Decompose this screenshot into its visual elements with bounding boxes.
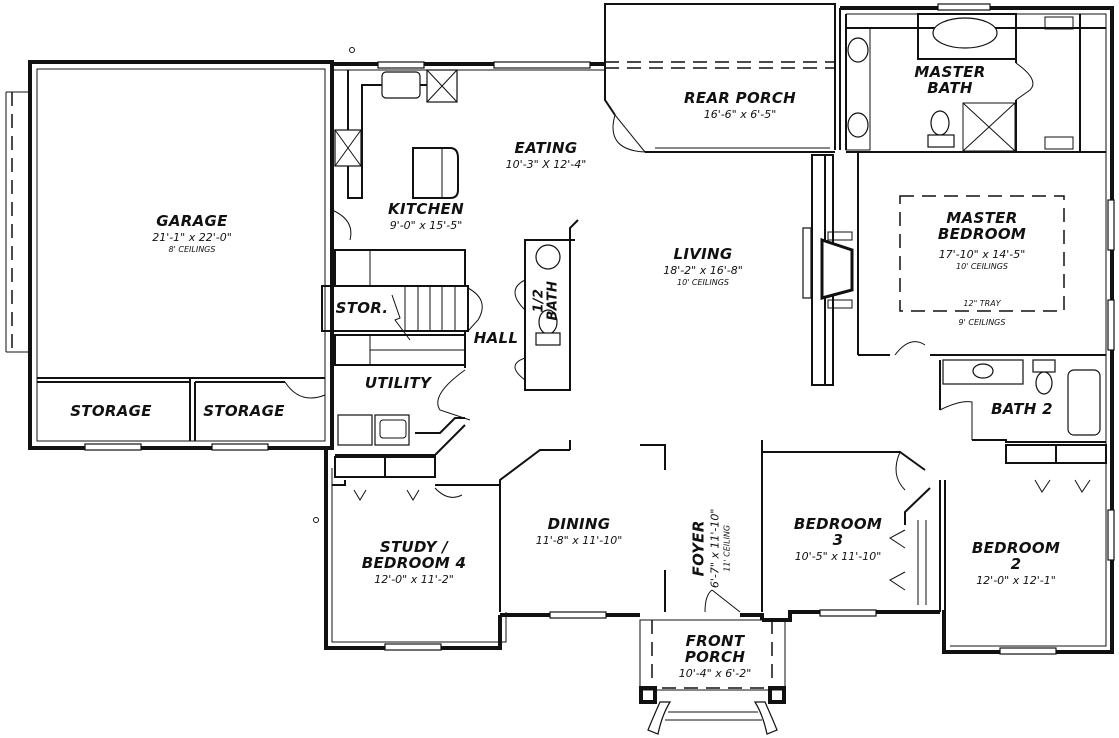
living-dims: 18'-2" x 16'-8" (663, 263, 743, 277)
storage-left-name: STORAGE (70, 402, 152, 420)
garage-name: GARAGE (156, 212, 228, 230)
rear-porch-name: REAR PORCH (683, 89, 797, 107)
kitchen-name: KITCHEN (388, 200, 464, 218)
room-label-half-bath: 1/2 BATH (531, 280, 560, 321)
master-bedroom-ceiling: 10' CEILINGS (956, 262, 1008, 272)
room-label-dining: DINING 11'-8" x 11'-10" (535, 515, 623, 547)
master-bedroom-dims: 17'-10" x 14'-5" (938, 247, 1026, 261)
room-label-bath2: BATH 2 (991, 400, 1053, 418)
room-label-storage-left: STORAGE (70, 402, 152, 420)
bedroom3-dims: 10'-5" x 11'-10" (794, 549, 882, 563)
room-label-bedroom2: BEDROOM 2 12'-0" x 12'-1" (971, 539, 1061, 587)
bedroom2-name-1: BEDROOM (971, 539, 1061, 557)
garage-dims: 21'-1" x 22'-0" (152, 230, 232, 244)
fireplace (802, 154, 854, 386)
master-bedroom-name-2: BEDROOM (937, 224, 1027, 243)
room-label-rear-porch: REAR PORCH 16'-6" x 6'-5" (683, 89, 797, 121)
master-bedroom-outer-ceiling: 9' CEILINGS (959, 316, 1006, 327)
room-label-garage: GARAGE 21'-1" x 22'-0" 8' CEILINGS (152, 212, 232, 255)
bedroom-walls (761, 451, 1091, 612)
master-bedroom-tray: 12" TRAY (963, 297, 1000, 308)
eating-dims: 10'-3" X 12'-4" (505, 157, 587, 171)
room-label-foyer: FOYER 6'-7" x 11'-10" 11' CEILING (689, 508, 733, 589)
garage-walls (5, 60, 334, 450)
bath2-fixtures (939, 359, 1107, 464)
hall-name: HALL (473, 329, 519, 347)
master-bath-name-2: BATH (927, 78, 973, 97)
bedroom2-dims: 12'-0" x 12'-1" (976, 573, 1056, 587)
stair-storage-utility (321, 249, 483, 478)
rear-porch-dims: 16'-6" x 6'-5" (703, 107, 777, 121)
front-porch-name-2: PORCH (684, 647, 746, 666)
room-label-living: LIVING 18'-2" x 16'-8" 10' CEILINGS (663, 245, 743, 288)
room-label-eating: EATING 10'-3" X 12'-4" (505, 139, 587, 171)
living-ceiling: 10' CEILINGS (676, 278, 729, 288)
foyer-ceiling: 11' CEILING (722, 524, 732, 572)
foyer-name: FOYER (689, 520, 708, 577)
front-porch-name-1: FRONT (685, 632, 745, 650)
room-label-stor: STOR. (335, 299, 389, 317)
tray-label: 12" TRAY (963, 299, 1001, 308)
study-name-2: BEDROOM 4 (361, 553, 467, 572)
room-label-hall: HALL (473, 329, 519, 347)
half-bath-name-1: 1/2 (531, 288, 547, 313)
room-label-study: STUDY / BEDROOM 4 12'-0" x 11'-2" (361, 538, 467, 586)
outer-ceiling-label: 9' CEILINGS (958, 318, 1006, 327)
utility-name: UTILITY (364, 374, 432, 392)
eating-name: EATING (514, 139, 578, 157)
living-name: LIVING (673, 245, 733, 263)
front-porch-dims: 10'-4" x 6'-2" (678, 666, 752, 680)
storage-right-name: STORAGE (203, 402, 285, 420)
half-bath-fixtures (514, 219, 579, 391)
bedroom3-name-1: BEDROOM (793, 515, 883, 533)
bedroom3-name-2: 3 (832, 530, 844, 549)
garage-ceiling: 8' CEILINGS (168, 245, 216, 255)
stor-name: STOR. (335, 299, 389, 317)
study-dims: 12'-0" x 11'-2" (374, 572, 454, 586)
kitchen-dims: 9'-0" x 15'-5" (389, 218, 463, 232)
front-porch (639, 619, 786, 735)
foyer-dims: 6'-7" x 11'-10" (708, 508, 722, 589)
windows (84, 3, 1115, 655)
room-label-storage-right: STORAGE (203, 402, 285, 420)
half-bath-name-2: BATH (545, 280, 560, 321)
room-label-master-bedroom: MASTER BEDROOM 17'-10" x 14'-5" 10' CEIL… (937, 209, 1027, 272)
front-rooms-walls (332, 440, 763, 613)
master-bath-fixtures (845, 13, 1106, 153)
study-name-1: STUDY / (379, 538, 449, 556)
bath2-name: BATH 2 (991, 400, 1053, 418)
room-label-master-bath: MASTER BATH (914, 63, 986, 97)
master-bath-name-1: MASTER (914, 63, 986, 81)
room-label-bedroom3: BEDROOM 3 10'-5" x 11'-10" (793, 515, 883, 563)
master-bedroom-tray (857, 152, 1106, 356)
dining-name: DINING (547, 515, 611, 533)
dining-dims: 11'-8" x 11'-10" (535, 533, 623, 547)
room-label-kitchen: KITCHEN 9'-0" x 15'-5" (388, 200, 464, 232)
kitchen-fixtures (330, 64, 459, 448)
room-label-utility: UTILITY (364, 374, 432, 392)
bedroom2-name-2: 2 (1010, 554, 1022, 573)
master-bedroom-name-1: MASTER (946, 209, 1018, 227)
room-label-front-porch: FRONT PORCH 10'-4" x 6'-2" (678, 632, 752, 680)
